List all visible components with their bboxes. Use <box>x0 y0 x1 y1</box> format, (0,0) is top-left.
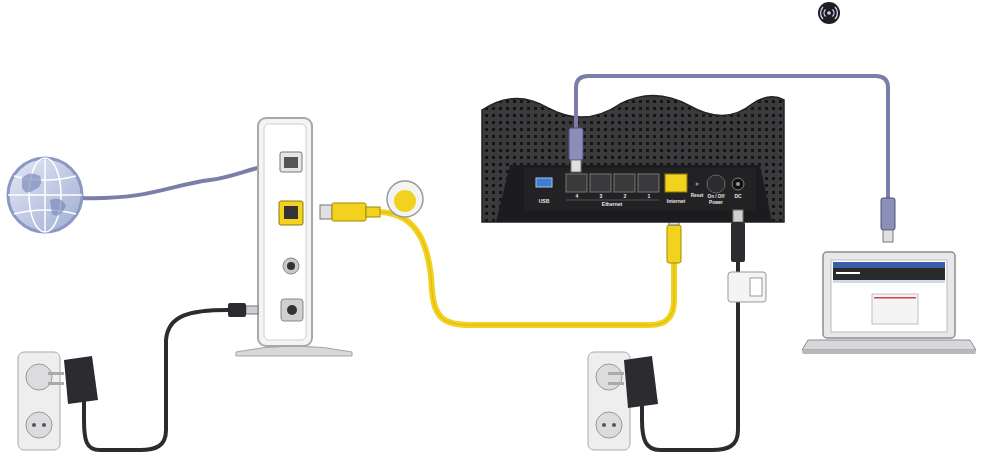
internet-globe <box>8 158 285 232</box>
wireless-icon <box>818 2 840 24</box>
router-power-cable <box>588 210 766 450</box>
modem <box>236 118 352 356</box>
port-label: Ethernet <box>602 202 622 207</box>
port-label: USB <box>539 199 550 204</box>
port-number: 1 <box>648 194 651 199</box>
modem-power-cable <box>18 303 258 450</box>
laptop-ethernet-cable <box>569 76 895 242</box>
port-number: 4 <box>576 194 579 199</box>
port-number: 2 <box>624 194 627 199</box>
button-label: Reset <box>691 194 704 199</box>
laptop <box>802 252 976 354</box>
port-label: DC <box>734 194 741 199</box>
port-number: 3 <box>600 194 603 199</box>
router <box>482 95 784 222</box>
button-label: Power <box>709 201 723 206</box>
port-label: Internet <box>667 199 685 204</box>
button-label: On / Off <box>708 195 725 200</box>
